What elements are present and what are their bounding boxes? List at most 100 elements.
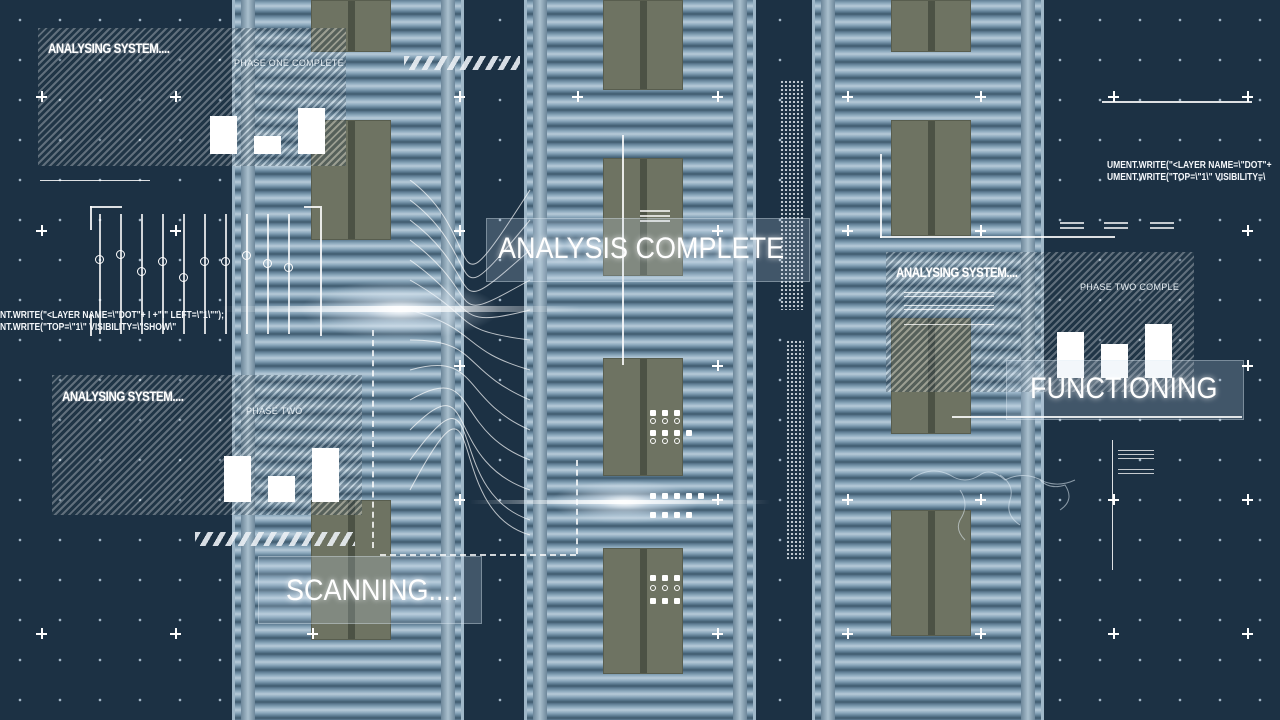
scanning-label: SCANNING.... — [286, 574, 459, 607]
indicator-lights — [650, 438, 680, 444]
crosshair-icon — [712, 494, 723, 505]
gauge-line — [622, 135, 624, 365]
crosshair-icon — [975, 628, 986, 639]
package-box — [603, 358, 683, 476]
package-box — [891, 0, 971, 52]
crosshair-icon — [712, 360, 723, 371]
code-snippet-line: NT.WRITE("<LAYER NAME=\"DOT"+ I +"\" LEF… — [0, 310, 224, 321]
chart-bar — [268, 476, 295, 502]
analysis-complete-box — [486, 218, 810, 282]
indicator-lights — [650, 598, 680, 604]
mini-readout-icon — [640, 210, 670, 225]
light-streak — [470, 500, 770, 504]
crosshair-icon — [36, 91, 47, 102]
package-box — [603, 158, 683, 276]
crosshair-icon — [842, 91, 853, 102]
panel-title: ANALYSING SYSTEM.... — [896, 264, 1018, 280]
divider-line — [952, 416, 1242, 418]
divider-line — [880, 236, 1115, 238]
functioning-label: FUNCTIONING — [1030, 372, 1218, 405]
crosshair-icon — [454, 225, 465, 236]
data-matrix-column — [780, 80, 804, 310]
functioning-box — [1006, 360, 1244, 420]
data-matrix-column — [786, 340, 804, 560]
world-map-icon — [909, 470, 1076, 541]
crosshair-icon — [712, 628, 723, 639]
package-box — [891, 510, 971, 636]
mini-readout-icon — [1104, 222, 1128, 232]
crosshair-icon — [1108, 628, 1119, 639]
crosshair-icon — [1108, 91, 1119, 102]
panel-text-lines — [1118, 450, 1154, 477]
crosshair-icon — [170, 628, 181, 639]
chart-bar — [224, 456, 251, 502]
package-box — [311, 500, 391, 640]
crosshair-icon — [842, 628, 853, 639]
crosshair-icon — [307, 628, 318, 639]
phase-label: PHASE ONE COMPLETE — [234, 58, 344, 68]
package-box — [311, 0, 391, 52]
mini-readout-icon — [1150, 222, 1174, 232]
crosshair-icon — [36, 628, 47, 639]
analysis-panel-phase-one — [38, 28, 346, 166]
crosshair-icon — [572, 91, 583, 102]
light-streak — [220, 306, 580, 312]
crosshair-icon — [975, 225, 986, 236]
crosshair-icon — [712, 225, 723, 236]
hazard-stripe-accent — [404, 56, 520, 70]
crosshair-icon — [170, 225, 181, 236]
bracket-line — [1112, 440, 1113, 570]
phase-label: PHASE TWO COMPLE — [1080, 282, 1180, 292]
divider-line — [40, 180, 150, 181]
indicator-lights — [650, 410, 680, 416]
bracket-line — [880, 154, 882, 238]
crosshair-icon — [454, 91, 465, 102]
analysis-panel-phase-two — [52, 375, 362, 515]
divider-line — [1102, 101, 1252, 103]
conveyor-belt-left — [232, 0, 464, 720]
crosshair-icon — [975, 91, 986, 102]
crosshair-icon — [1242, 91, 1253, 102]
code-snippet-line: NT.WRITE("TOP=\"1\" VISIBILITY=\"SHOW\" — [0, 322, 177, 333]
mini-readout-icon — [1060, 222, 1084, 232]
package-box — [891, 318, 971, 434]
crosshair-icon — [1242, 360, 1253, 371]
package-box — [603, 548, 683, 674]
analysis-complete-label: ANALYSIS COMPLETE — [498, 232, 785, 265]
dashed-connector — [372, 330, 374, 548]
code-snippet-line: UMENT.WRITE("TOP=\"1\" VISIBILITY=\ — [1107, 172, 1266, 183]
crosshair-icon — [454, 360, 465, 371]
scanning-box — [258, 556, 482, 624]
package-box — [891, 120, 971, 236]
panel-text-lines — [904, 292, 994, 328]
phase-label: PHASE TWO — [246, 406, 303, 416]
dashed-connector — [380, 554, 576, 556]
indicator-lights — [650, 493, 704, 499]
panel-title: ANALYSING SYSTEM.... — [48, 40, 170, 56]
indicator-lights — [650, 430, 692, 436]
crosshair-icon — [170, 91, 181, 102]
crosshair-icon — [712, 91, 723, 102]
hazard-stripe-accent — [195, 532, 355, 546]
chart-bar — [1057, 332, 1084, 378]
crosshair-icon — [975, 494, 986, 505]
crosshair-icon — [1108, 494, 1119, 505]
package-box — [603, 0, 683, 90]
conveyor-belt-right — [812, 0, 1044, 720]
analysis-panel-phase-two-complete — [886, 252, 1194, 392]
crosshair-icon — [842, 225, 853, 236]
chart-bar — [1145, 324, 1172, 378]
indicator-lights — [650, 585, 680, 591]
indicator-lights — [650, 575, 680, 581]
panel-title: ANALYSING SYSTEM.... — [62, 388, 184, 404]
crosshair-icon — [454, 494, 465, 505]
crosshair-icon — [842, 494, 853, 505]
chart-bar — [298, 108, 325, 154]
code-snippet-line: UMENT.WRITE("<LAYER NAME=\"DOT"+ — [1107, 160, 1272, 171]
crosshair-icon — [1242, 225, 1253, 236]
chart-bar — [1101, 344, 1128, 378]
crosshair-icon — [36, 225, 47, 236]
chart-bar — [254, 136, 281, 154]
chart-bar — [210, 116, 237, 154]
crosshair-icon — [1242, 494, 1253, 505]
